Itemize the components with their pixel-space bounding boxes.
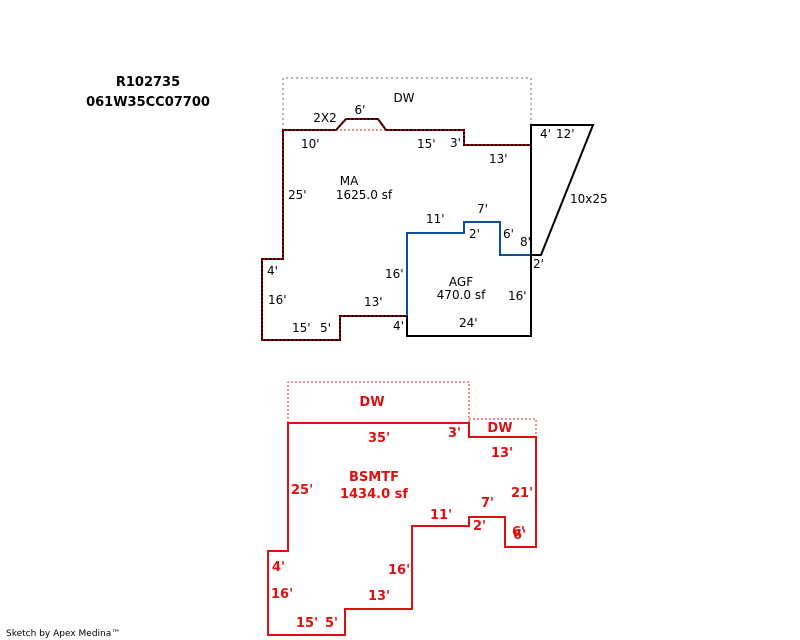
dim-13-top: 13' <box>489 152 508 166</box>
bsmt-dim-15: 15' <box>296 616 318 631</box>
agf-outline <box>406 221 531 316</box>
dim-4-right: 4' <box>540 127 551 141</box>
dim-16-left: 16' <box>268 293 287 307</box>
dim-15-top: 15' <box>417 137 436 151</box>
bsmt-dim-4: 4' <box>272 560 285 575</box>
parcel-id: R102735 <box>116 75 180 90</box>
dim-7: 7' <box>477 202 488 216</box>
dim-16-right: 16' <box>508 289 527 303</box>
basement-dw-small: DW <box>487 421 512 436</box>
main-area-hatch <box>261 118 531 341</box>
dim-4-left: 4' <box>267 264 278 278</box>
bsmt-dim-16-inner: 16' <box>388 563 410 578</box>
dim-10: 10' <box>301 137 320 151</box>
dim-6: 6' <box>503 227 514 241</box>
basement-area: 1434.0 sf <box>340 487 408 502</box>
porch-outline <box>530 124 595 256</box>
dim-12: 12' <box>556 127 575 141</box>
driveway-label: DW <box>393 91 414 105</box>
bsmt-dim-11: 11' <box>430 508 452 523</box>
basement-dw-main: DW <box>359 395 384 410</box>
dim-2-b: 2' <box>533 257 544 271</box>
bsmt-dim-35: 35' <box>368 431 390 446</box>
bsmt-dim-3: 3' <box>448 426 461 441</box>
dim-8: 8' <box>520 235 531 249</box>
sketch-credit: Sketch by Apex Medina™ <box>6 629 120 639</box>
agf-area: 470.0 sf <box>437 288 486 302</box>
bsmt-dim-2: 2' <box>473 519 486 534</box>
dim-2-a: 2' <box>469 227 480 241</box>
dim-3: 3' <box>450 136 461 150</box>
dim-15-bottom: 15' <box>292 321 311 335</box>
bsmt-dim-13-bottom: 13' <box>368 589 390 604</box>
dim-25: 25' <box>288 188 307 202</box>
bsmt-dim-13: 13' <box>491 446 513 461</box>
bsmt-dim-5: 5' <box>325 616 338 631</box>
ma-label: MA <box>340 174 359 188</box>
dim-5: 5' <box>320 321 331 335</box>
bsmt-dim-6a: 6' <box>512 525 525 540</box>
bsmt-dim-16-left: 16' <box>271 587 293 602</box>
dim-24: 24' <box>459 316 478 330</box>
dim-11: 11' <box>426 212 445 226</box>
dim-13-bottom: 13' <box>364 295 383 309</box>
agf-label: AGF <box>449 275 473 289</box>
bsmt-dim-7: 7' <box>481 496 494 511</box>
driveway-outline <box>282 77 532 130</box>
ma-area: 1625.0 sf <box>336 188 393 202</box>
dim-16-inner: 16' <box>385 267 404 281</box>
bsmt-dim-25: 25' <box>291 483 313 498</box>
basement-label: BSMTF <box>349 470 399 485</box>
bsmt-dim-6b: 6' <box>513 528 526 543</box>
map-number: 061W35CC07700 <box>86 95 210 110</box>
bsmt-dim-21: 21' <box>511 486 533 501</box>
basement-outline <box>267 422 537 636</box>
basement-driveway-main <box>287 381 470 423</box>
agf-outline-lower <box>406 255 532 337</box>
bump-label: 2X2 <box>313 111 337 125</box>
bump-dim: 6' <box>355 103 366 117</box>
dim-4-bottom: 4' <box>393 319 404 333</box>
porch-label: 10x25 <box>570 192 608 206</box>
